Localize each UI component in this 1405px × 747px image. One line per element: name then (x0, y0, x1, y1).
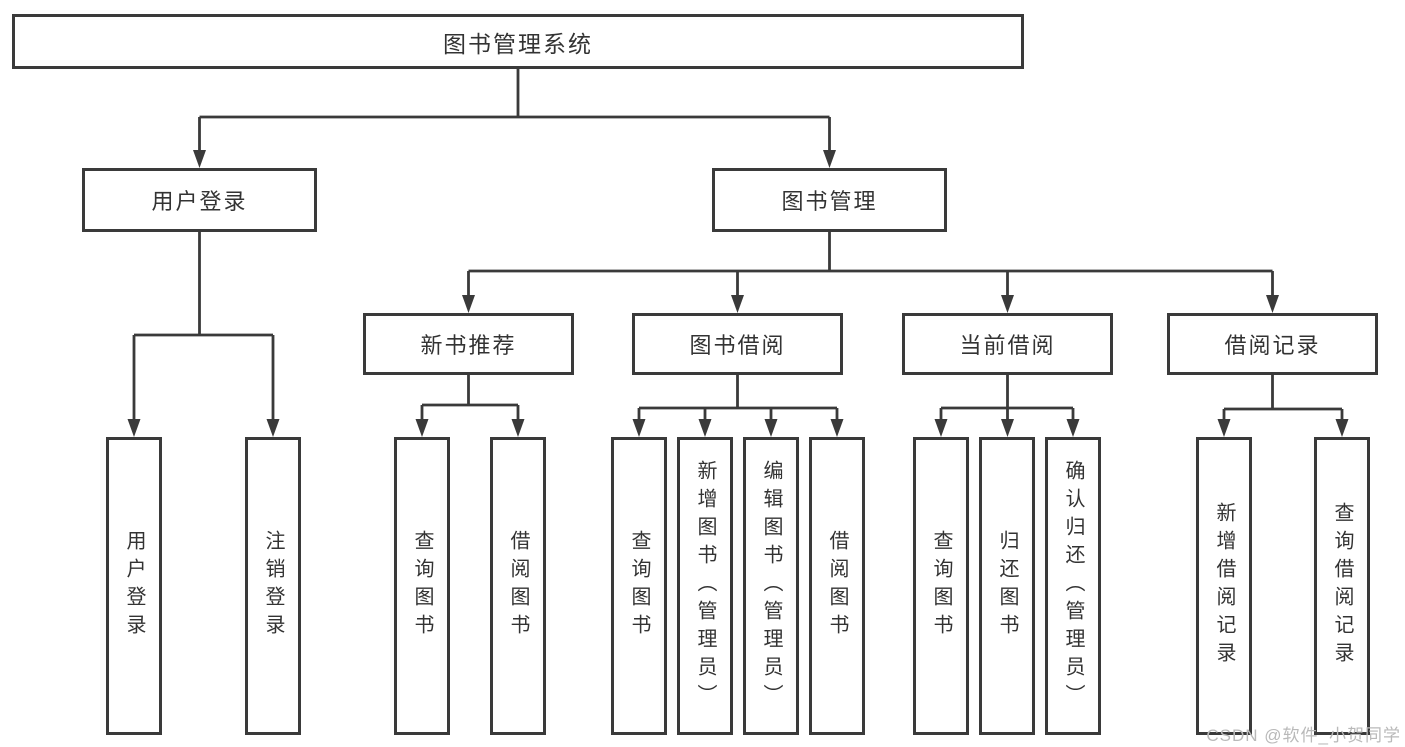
leaf-borrowing-query-books: 查询图书 (611, 437, 667, 735)
node-borrowing-records-label: 借阅记录 (1224, 333, 1321, 358)
node-book-management: 图书管理 (712, 168, 947, 232)
arrowhead (934, 419, 948, 437)
node-library-system: 图书管理系统 (12, 14, 1024, 69)
leaf-newbook-borrow-books-label: 借阅图书 (507, 530, 529, 642)
arrowhead (632, 419, 646, 437)
arrowhead (698, 419, 712, 437)
leaf-current-query-books: 查询图书 (913, 437, 969, 735)
arrowhead (764, 419, 778, 437)
node-book-borrowing-label: 图书借阅 (689, 333, 786, 358)
arrowhead (462, 295, 475, 313)
leaf-records-query-record-label: 查询借阅记录 (1331, 502, 1353, 670)
arrowhead (266, 419, 280, 437)
connector-book-management-group (462, 232, 1279, 313)
arrowhead (1066, 419, 1080, 437)
node-current-borrowing: 当前借阅 (902, 313, 1113, 375)
leaf-records-add-record: 新增借阅记录 (1196, 437, 1252, 735)
node-library-system-label: 图书管理系统 (443, 30, 593, 57)
connector-user-login-group (127, 232, 280, 437)
leaf-current-query-books-label: 查询图书 (930, 530, 952, 642)
leaf-borrowing-edit-books-admin: 编辑图书（管理员） (743, 437, 799, 735)
leaf-current-return-books-label: 归还图书 (996, 530, 1018, 642)
leaf-logout-login-label: 注销登录 (262, 530, 284, 642)
connector-current-borrowing-group (934, 375, 1080, 437)
leaf-borrowing-query-books-label: 查询图书 (628, 530, 650, 642)
node-borrowing-records: 借阅记录 (1167, 313, 1378, 375)
leaf-borrowing-edit-books-admin-label: 编辑图书（管理员） (760, 460, 782, 712)
leaf-newbook-borrow-books: 借阅图书 (490, 437, 546, 735)
node-user-login-label: 用户登录 (151, 189, 248, 214)
arrowhead (1001, 419, 1014, 437)
node-book-management-label: 图书管理 (781, 189, 878, 214)
node-new-book-recommendation-label: 新书推荐 (420, 333, 517, 358)
leaf-records-add-record-label: 新增借阅记录 (1213, 502, 1235, 670)
leaf-current-confirm-return-admin: 确认归还（管理员） (1045, 437, 1101, 735)
arrowhead (511, 419, 525, 437)
leaf-user-login: 用户登录 (106, 437, 162, 735)
leaf-logout-login: 注销登录 (245, 437, 301, 735)
leaf-user-login-label: 用户登录 (123, 530, 145, 642)
arrowhead (830, 419, 844, 437)
connector-book-borrowing-group (632, 375, 844, 437)
arrowhead (823, 150, 836, 168)
leaf-current-return-books: 归还图书 (979, 437, 1035, 735)
leaf-borrowing-add-books-admin: 新增图书（管理员） (677, 437, 733, 735)
leaf-borrowing-borrow-books: 借阅图书 (809, 437, 865, 735)
arrowhead (415, 419, 429, 437)
arrowhead (1335, 419, 1349, 437)
arrowhead (127, 419, 141, 437)
leaf-newbook-query-books-label: 查询图书 (411, 530, 433, 642)
arrowhead (1217, 419, 1231, 437)
arrowhead (193, 150, 206, 168)
leaf-newbook-query-books: 查询图书 (394, 437, 450, 735)
leaf-current-confirm-return-admin-label: 确认归还（管理员） (1062, 460, 1084, 712)
leaf-borrowing-borrow-books-label: 借阅图书 (826, 530, 848, 642)
arrowhead (1266, 295, 1279, 313)
node-current-borrowing-label: 当前借阅 (959, 333, 1056, 358)
arrowhead (731, 295, 744, 313)
arrowhead (1001, 295, 1014, 313)
csdn-watermark: CSDN @软件_小贺同学 (1206, 726, 1401, 745)
connector-root-to-level2 (193, 69, 836, 168)
leaf-records-query-record: 查询借阅记录 (1314, 437, 1370, 735)
node-new-book-recommendation: 新书推荐 (363, 313, 574, 375)
node-book-borrowing: 图书借阅 (632, 313, 843, 375)
connector-new-book-group (415, 375, 525, 437)
node-user-login: 用户登录 (82, 168, 317, 232)
connector-borrowing-records-group (1217, 375, 1349, 437)
leaf-borrowing-add-books-admin-label: 新增图书（管理员） (694, 460, 716, 712)
